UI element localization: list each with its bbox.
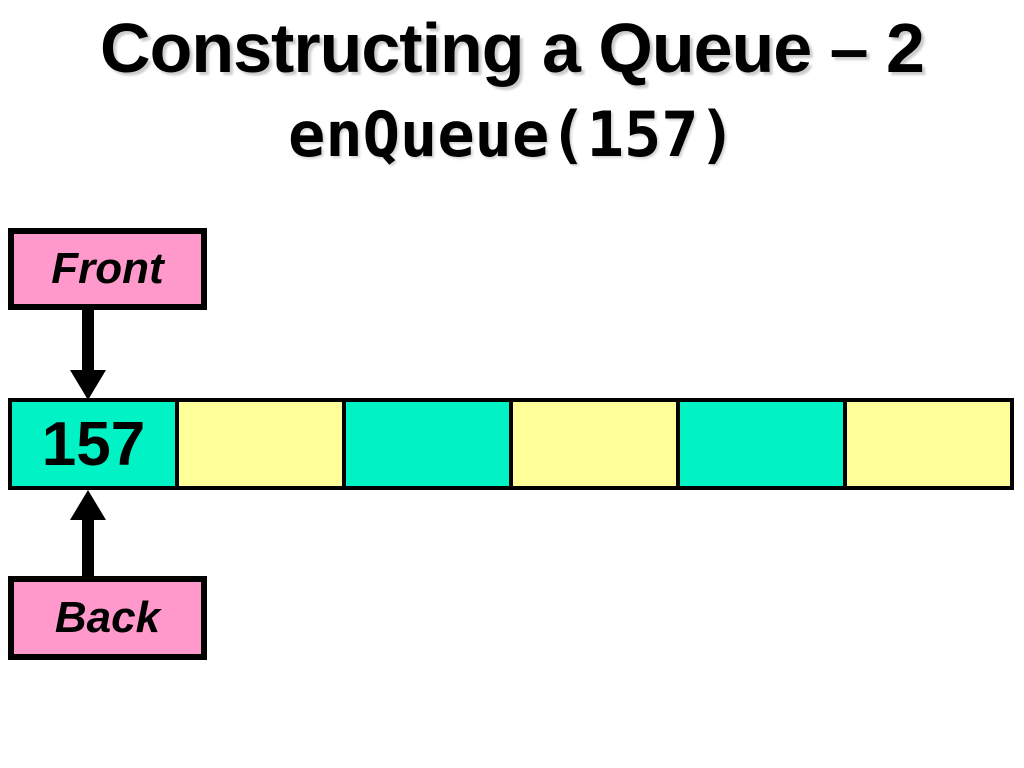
arrow-down-icon [70,370,106,400]
queue-array: 157 [8,398,1014,490]
back-label-box: Back [8,576,207,660]
queue-cell-0: 157 [12,402,175,486]
front-label-box: Front [8,228,207,310]
queue-cell-5 [843,402,1010,486]
queue-cell-4 [676,402,843,486]
arrow-up-icon [70,490,106,520]
queue-cell-1 [175,402,342,486]
slide-subtitle: enQueue(157) [288,98,736,171]
back-label: Back [54,593,161,642]
front-arrow-stem [82,304,94,372]
queue-cell-2 [342,402,509,486]
back-arrow-stem [82,516,94,578]
queue-cell-3 [509,402,676,486]
front-label: Front [51,244,164,293]
slide-title: Constructing a Queue – 2 [100,9,925,87]
